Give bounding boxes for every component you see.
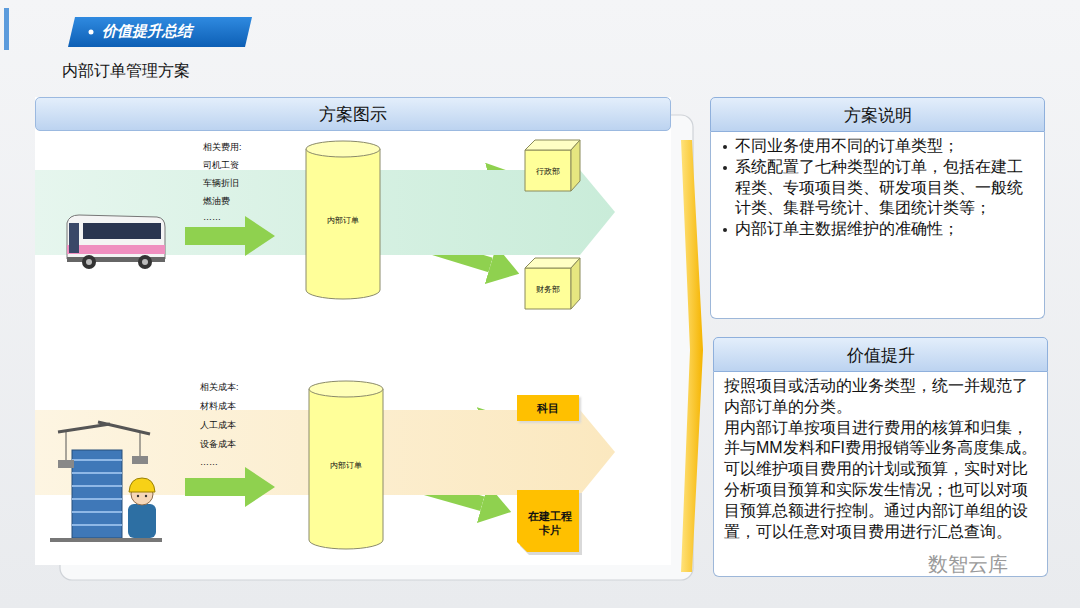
illustration-path: [129, 478, 155, 492]
chevron-arrow: [681, 140, 703, 572]
illustration-rect: [67, 245, 165, 254]
cube-shape: [525, 140, 581, 192]
panel-body: 不同业务使用不同的订单类型； 系统配置了七种类型的订单，包括在建工程类、专项项目类…: [710, 132, 1045, 319]
illustration-line: [98, 422, 150, 434]
illustration-rect: [58, 460, 74, 468]
side-node: 价值提升按照项目或活动的业务类型，统一并规范了内部订单的分类。用内部订单按项目进…: [713, 337, 1048, 577]
cost-item: 人工成本: [200, 421, 236, 431]
node-text: 系统配置了七种类型的订单，包括在建工程类、专项项目类、研发项目类、一般统计类、集…: [721, 157, 1034, 219]
subtitle: 内部订单管理方案: [62, 62, 190, 80]
node-text: 方案图示: [319, 98, 387, 132]
panel-header: 价值提升: [713, 337, 1048, 372]
illustration-circle: [82, 255, 96, 269]
illustration-polygon: [571, 140, 580, 191]
node-text: 按照项目或活动的业务类型，统一并规范了内部订单的分类。: [724, 376, 1037, 418]
node-text: 内部订单: [327, 215, 359, 226]
illustration-path: [306, 149, 380, 299]
illustration-line: [72, 511, 122, 513]
cube-shape: [525, 258, 581, 310]
panel-header: 方案说明: [710, 97, 1045, 132]
illustration-path: [309, 389, 383, 549]
illustration-g: [67, 215, 165, 269]
bullet-dot: [723, 145, 727, 149]
cost-item: 司机工资: [203, 161, 239, 171]
node-text: 用内部订单按项目进行费用的核算和归集，并与MM发料和FI费用报销等业务高度集成。…: [724, 418, 1037, 543]
illustration-circle: [145, 495, 147, 497]
cost-item: 车辆折旧: [203, 179, 239, 189]
cost-item: ……: [200, 458, 218, 468]
illustration-polygon: [185, 216, 275, 256]
cyl-node: 内部订单: [305, 140, 381, 300]
bullet-dot: [723, 166, 727, 170]
illustration-ellipse: [306, 141, 380, 157]
illustration-line: [58, 424, 110, 432]
illustration-circle: [137, 495, 139, 497]
card-shape: [517, 490, 583, 556]
panel-node: 方案图示内部订单行政部财务部内部订单科目在建工程卡片: [35, 97, 671, 565]
panel-header: 方案图示: [35, 97, 671, 131]
node-text: 科目: [537, 401, 559, 416]
title-dot: [89, 30, 94, 35]
title-tab: [68, 17, 252, 47]
illustration-rect: [128, 504, 156, 538]
illustration-line: [72, 472, 122, 474]
cube-node: 财务部: [525, 258, 581, 310]
side-node: 方案说明不同业务使用不同的订单类型； 系统配置了七种类型的订单，包括在建工程类、专…: [710, 97, 1045, 319]
accent-bar: [4, 8, 9, 50]
illustration-rect: [83, 223, 161, 239]
node-text: 方案说明: [844, 98, 912, 133]
bullet-text: 不同业务使用不同的订单类型；: [735, 137, 959, 154]
cyl-node: 内部订单: [308, 380, 384, 550]
illustration-rect: [69, 223, 79, 253]
illustration-rect: [132, 456, 148, 464]
illustration-line: [72, 485, 122, 487]
bullet-text: 内部订单主数据维护的准确性；: [735, 220, 959, 237]
bullet-dot: [723, 228, 727, 232]
cost-item: 燃油费: [203, 197, 230, 207]
slide-title: 价值提升总结: [102, 23, 192, 40]
cost-item: ……: [203, 213, 221, 223]
illustration-circle: [142, 259, 148, 265]
cost-item: 相关成本:: [200, 383, 239, 393]
bullet-text: 系统配置了七种类型的订单，包括在建工程类、专项项目类、研发项目类、一般统计类、集…: [735, 158, 1023, 217]
illustration-path: [67, 215, 165, 259]
illustration-rect: [50, 538, 162, 542]
panel-body: 按照项目或活动的业务类型，统一并规范了内部订单的分类。用内部订单按项目进行费用的…: [713, 372, 1048, 577]
illustration-polygon: [571, 258, 580, 309]
illustration-ellipse: [309, 381, 383, 397]
illustration-rect: [72, 450, 122, 538]
illustration-path: [517, 490, 579, 552]
node-text: 不同业务使用不同的订单类型；: [721, 136, 1034, 157]
illustration-g: [50, 422, 162, 542]
cube-node: 行政部: [525, 140, 581, 192]
node-text: 内部订单主数据维护的准确性；: [721, 219, 1034, 240]
illustration-line: [72, 498, 122, 500]
cost-item: 相关费用:: [203, 143, 242, 153]
illustration-line: [140, 432, 141, 456]
node-text: 内部订单: [330, 460, 362, 471]
watermark: 数智云库: [928, 553, 1008, 575]
illustration-polygon: [525, 150, 571, 191]
orange-node: 科目: [517, 395, 579, 421]
illustration-polygon: [525, 268, 571, 309]
node-text: 在建工程卡片: [525, 509, 575, 538]
node-text: 行政部: [536, 166, 560, 177]
illustration-line: [72, 524, 122, 526]
illustration-polygon: [185, 467, 275, 507]
cost-item: 设备成本: [200, 440, 236, 450]
illustration-circle: [138, 255, 152, 269]
illustration-circle: [86, 259, 92, 265]
card-node: 在建工程卡片: [517, 490, 583, 556]
illustration-line: [66, 431, 67, 460]
node-text: 价值提升: [847, 338, 915, 373]
illustration-line: [72, 459, 122, 461]
node-text: 财务部: [536, 284, 560, 295]
cost-item: 材料成本: [200, 402, 236, 412]
